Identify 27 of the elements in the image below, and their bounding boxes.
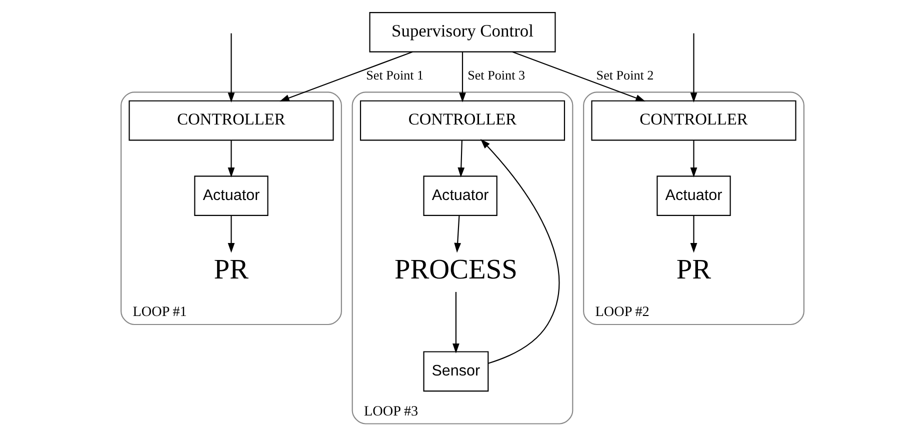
arrow [690, 140, 697, 178]
node-box: Sensor [422, 351, 488, 392]
node-text: PR [213, 254, 248, 286]
arrow [690, 215, 697, 253]
arrow [480, 138, 559, 364]
node-box: CONTROLLER [128, 100, 334, 141]
arrow [457, 140, 464, 178]
node-text: PROCESS [394, 254, 517, 286]
node-box: CONTROLLER [359, 100, 565, 141]
arrow [458, 52, 466, 102]
arrow [279, 51, 412, 102]
arrow [227, 140, 234, 178]
arrow [227, 215, 234, 253]
node-box: Actuator [656, 176, 730, 216]
node-box: Supervisory Control [368, 12, 556, 52]
arrow [454, 215, 461, 253]
edge-label: Set Point 1 [366, 68, 424, 83]
arrow [690, 33, 697, 102]
node-box: CONTROLLER [590, 100, 796, 141]
node-box: Actuator [194, 176, 268, 216]
edge-label: Set Point 3 [467, 68, 525, 83]
arrow [452, 292, 459, 354]
node-box: Actuator [422, 176, 497, 216]
edge-label: Set Point 2 [596, 68, 654, 83]
node-text: PR [676, 254, 711, 286]
arrow [512, 51, 645, 102]
arrow [227, 33, 234, 102]
